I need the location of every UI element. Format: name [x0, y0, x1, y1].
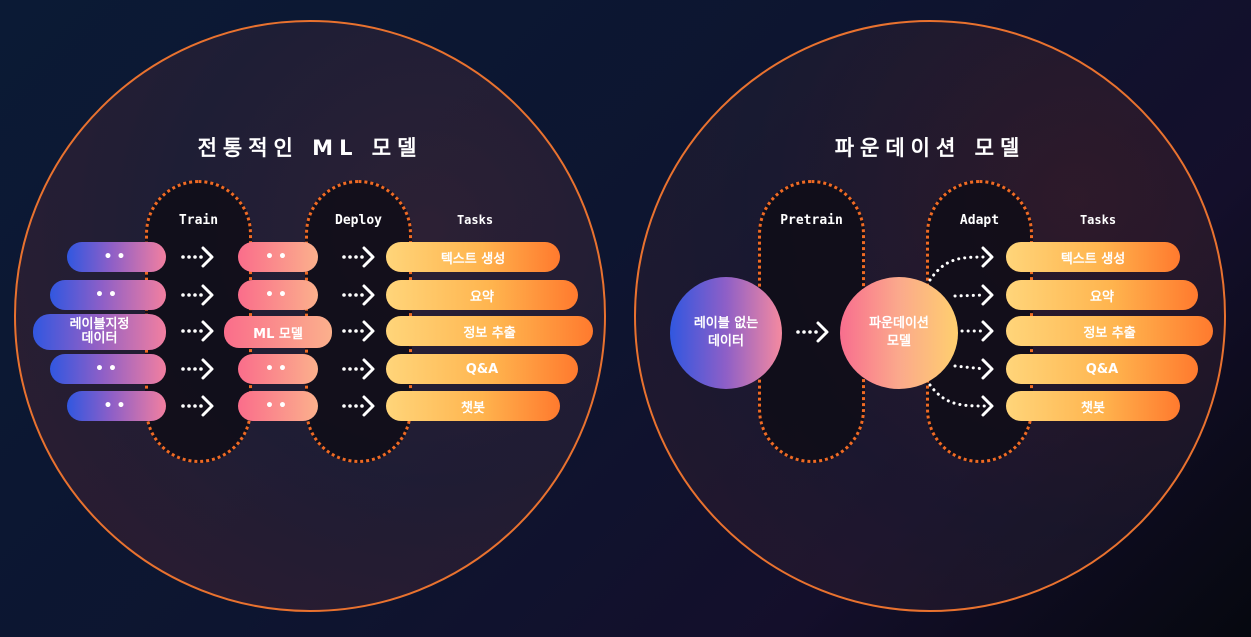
task-qa-left: Q&A [386, 354, 578, 384]
labeled-data-item: •• [67, 391, 166, 421]
task-summary-right: 요약 [1006, 280, 1198, 310]
unlabeled-data-label: 레이블 없는 데이터 [693, 316, 759, 349]
foundation-model-label: 파운데이션 모델 [869, 316, 929, 349]
ml-model-pill: ML 모델 [224, 316, 332, 348]
task-qa-right: Q&A [1006, 354, 1198, 384]
task-label: 정보 추출 [1083, 325, 1136, 341]
task-label: 챗봇 [461, 400, 485, 416]
arrow-right-icon [179, 358, 214, 380]
unlabeled-data-node: 레이블 없는 데이터 [670, 277, 782, 389]
placeholder-dots: •• [265, 398, 291, 414]
model-item: •• [238, 242, 318, 272]
labeled-data-label: 레이블지정 데이터 [69, 316, 130, 346]
model-item: •• [238, 391, 318, 421]
task-text-generation-right: 텍스트 생성 [1006, 242, 1180, 272]
task-summary-left: 요약 [386, 280, 578, 310]
tasks-label-right: Tasks [1079, 213, 1117, 227]
placeholder-dots: •• [265, 361, 291, 377]
task-text-generation-left: 텍스트 생성 [386, 242, 560, 272]
adapt-arrowheads [981, 246, 994, 417]
traditional-ml-title: 전통적인 ML 모델 [197, 136, 423, 160]
pretrain-label: Pretrain [780, 213, 843, 228]
labeled-data-item: •• [50, 280, 166, 310]
task-label: 정보 추출 [463, 325, 516, 341]
arrow-right-icon [179, 246, 214, 268]
task-label: 텍스트 생성 [1060, 251, 1126, 267]
arrow-right-icon [340, 246, 375, 268]
placeholder-dots: •• [265, 287, 291, 303]
arrow-right-icon [179, 284, 214, 306]
task-label: Q&A [1085, 361, 1119, 377]
placeholder-dots: •• [103, 249, 130, 265]
foundation-model-node: 파운데이션 모델 [840, 277, 958, 389]
train-label: Train [178, 213, 219, 228]
task-label: Q&A [465, 361, 499, 377]
adapt-connectors [928, 255, 987, 408]
ml-model-label: ML 모델 [253, 326, 303, 342]
foundation-model-title: 파운데이션 모델 [834, 136, 1026, 160]
placeholder-dots: •• [265, 249, 291, 265]
tasks-label-left: Tasks [456, 213, 494, 227]
arrow-right-icon [340, 320, 375, 342]
arrow-right-icon [340, 358, 375, 380]
arrow-right-icon [340, 395, 375, 417]
arrow-right-icon [179, 395, 214, 417]
placeholder-dots: •• [95, 287, 121, 303]
task-label: 텍스트 생성 [440, 251, 506, 267]
task-info-extraction-left: 정보 추출 [386, 316, 593, 346]
task-chatbot-right: 챗봇 [1006, 391, 1180, 421]
model-item: •• [238, 354, 318, 384]
adapt-label: Adapt [959, 213, 1000, 228]
deploy-label: Deploy [335, 213, 382, 228]
task-label: 요약 [1090, 289, 1114, 305]
arrow-right-icon [794, 321, 829, 343]
model-item: •• [238, 280, 318, 310]
arrow-right-icon [340, 284, 375, 306]
placeholder-dots: •• [103, 398, 130, 414]
labeled-data-item: •• [67, 242, 166, 272]
task-chatbot-left: 챗봇 [386, 391, 560, 421]
task-info-extraction-right: 정보 추출 [1006, 316, 1213, 346]
task-label: 요약 [470, 289, 494, 305]
labeled-data-input: 레이블지정 데이터 [33, 314, 166, 350]
placeholder-dots: •• [95, 361, 121, 377]
arrow-right-icon [179, 320, 214, 342]
task-label: 챗봇 [1081, 400, 1105, 416]
labeled-data-item: •• [50, 354, 166, 384]
